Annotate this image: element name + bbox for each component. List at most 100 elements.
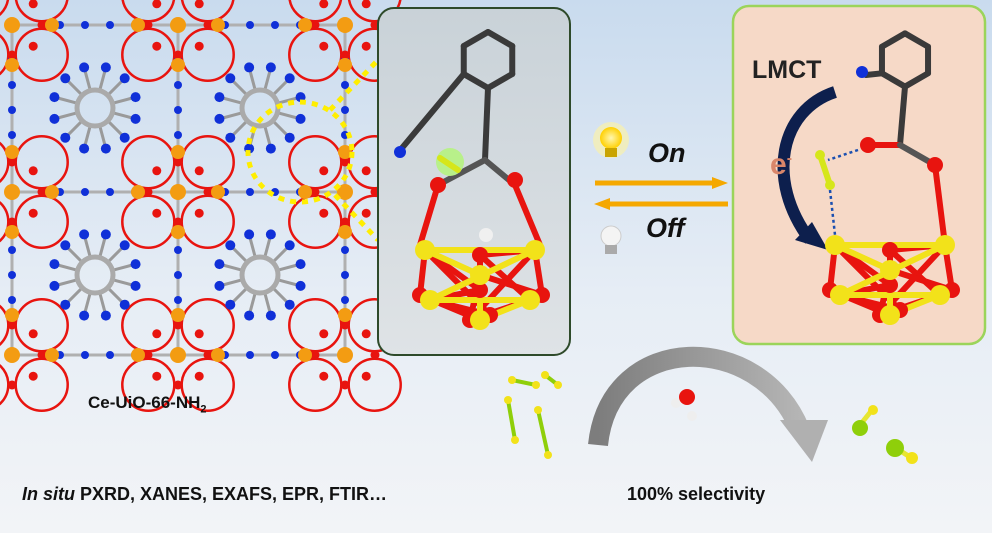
oxygen-atom <box>319 371 329 381</box>
amino-nitrogen <box>174 296 182 304</box>
off-label: Off <box>646 213 685 243</box>
oxygen-atom <box>882 277 898 293</box>
oxygen-atom <box>310 187 320 197</box>
benzene-ring <box>74 254 116 296</box>
carboxylate-loop <box>0 33 10 76</box>
cerium-node <box>45 348 59 362</box>
oxygen-atom <box>361 329 371 339</box>
metal-atom <box>880 305 900 325</box>
on-label: On <box>648 138 686 168</box>
ring-bond <box>485 29 516 49</box>
amino-nitrogen <box>130 92 141 103</box>
metal-atom <box>525 240 545 260</box>
cerium-node <box>337 17 353 33</box>
carboxylate-loop <box>0 141 10 184</box>
cerium-node <box>5 225 19 239</box>
amino-nitrogen <box>8 246 16 254</box>
oxygen-atom <box>472 247 488 263</box>
cerium-node <box>211 348 225 362</box>
carboxylate-loop <box>0 200 10 243</box>
oxygen-atom <box>173 50 183 60</box>
carboxylate-loop <box>121 0 176 23</box>
amino-nitrogen <box>81 21 89 29</box>
amino-nitrogen <box>119 240 130 251</box>
oxygen-atom <box>152 371 162 381</box>
material-label: Ce-UiO-66-NH2 <box>88 393 207 415</box>
amino-nitrogen <box>119 299 130 310</box>
cerium-node <box>5 145 19 159</box>
oxygen-atom <box>194 0 204 9</box>
oxygen-atom <box>319 41 329 51</box>
oxygen-atom <box>203 187 213 197</box>
amino-nitrogen <box>214 113 225 124</box>
amino-nitrogen <box>100 143 111 154</box>
amino-nitrogen <box>81 351 89 359</box>
cerium-node <box>5 58 19 72</box>
cerium-node <box>171 225 185 239</box>
electron-charge: - <box>786 150 793 167</box>
h2-bond <box>506 398 517 442</box>
amino-nitrogen <box>284 73 295 84</box>
switch-arrows <box>593 122 728 254</box>
amino-nitrogen <box>295 280 306 291</box>
amino-nitrogen <box>271 21 279 29</box>
oxygen-atom <box>28 329 38 339</box>
oxygen-atom <box>340 380 350 390</box>
amino-nitrogen <box>174 131 182 139</box>
activated-molecule-structure <box>815 30 960 325</box>
h-atom <box>511 436 519 444</box>
oxygen-atom <box>361 208 371 218</box>
oxygen-atom <box>361 41 371 51</box>
amino-nitrogen <box>341 246 349 254</box>
ring-bond <box>460 71 491 91</box>
cerium-node <box>211 18 225 32</box>
bond <box>435 157 488 188</box>
nitrogen-atom <box>856 66 868 78</box>
hydrogen-atom <box>479 228 493 242</box>
hydrogen-bond-dashed <box>828 189 837 236</box>
oxygen-atom <box>194 371 204 381</box>
carboxylate-loop <box>14 0 69 23</box>
carboxylate-loop <box>14 135 69 190</box>
cerium-node <box>171 145 185 159</box>
h-atom <box>544 451 552 459</box>
oxygen-atom <box>7 50 17 60</box>
oxygen-atom <box>194 41 204 51</box>
amino-nitrogen <box>341 81 349 89</box>
carboxylate-loop <box>288 135 343 190</box>
cerium-node <box>337 347 353 363</box>
bond <box>399 71 467 151</box>
amino-nitrogen <box>60 132 71 143</box>
metal-atom <box>880 260 900 280</box>
bond <box>417 182 441 248</box>
oxygen-atom <box>194 208 204 218</box>
oxygen-atom <box>28 41 38 51</box>
light-bulb-off-icon <box>600 225 622 254</box>
oxygen-atom <box>319 329 329 339</box>
oxygen-atom <box>361 371 371 381</box>
cerium-node <box>171 308 185 322</box>
amino-nitrogen <box>284 132 295 143</box>
cerium-node <box>170 184 186 200</box>
h2-bond <box>510 378 538 387</box>
ring-bond <box>902 30 932 50</box>
oxygen-atom <box>194 329 204 339</box>
oxygen-atom <box>173 217 183 227</box>
amino-nitrogen <box>81 188 89 196</box>
metal-atom <box>830 285 850 305</box>
amino-nitrogen <box>244 229 255 240</box>
amino-nitrogen <box>79 143 90 154</box>
carboxylate-loop <box>0 0 10 17</box>
cluster-bond <box>887 247 943 298</box>
ring-bond <box>878 30 908 50</box>
amino-nitrogen <box>246 21 254 29</box>
carboxylate-loop <box>288 27 343 82</box>
amino-nitrogen <box>49 92 60 103</box>
amino-nitrogen <box>284 299 295 310</box>
oxygen-atom <box>152 329 162 339</box>
amino-nitrogen <box>49 280 60 291</box>
metal-atom <box>470 265 490 285</box>
carboxylate-loop <box>14 27 69 82</box>
oxygen-atom <box>37 350 47 360</box>
